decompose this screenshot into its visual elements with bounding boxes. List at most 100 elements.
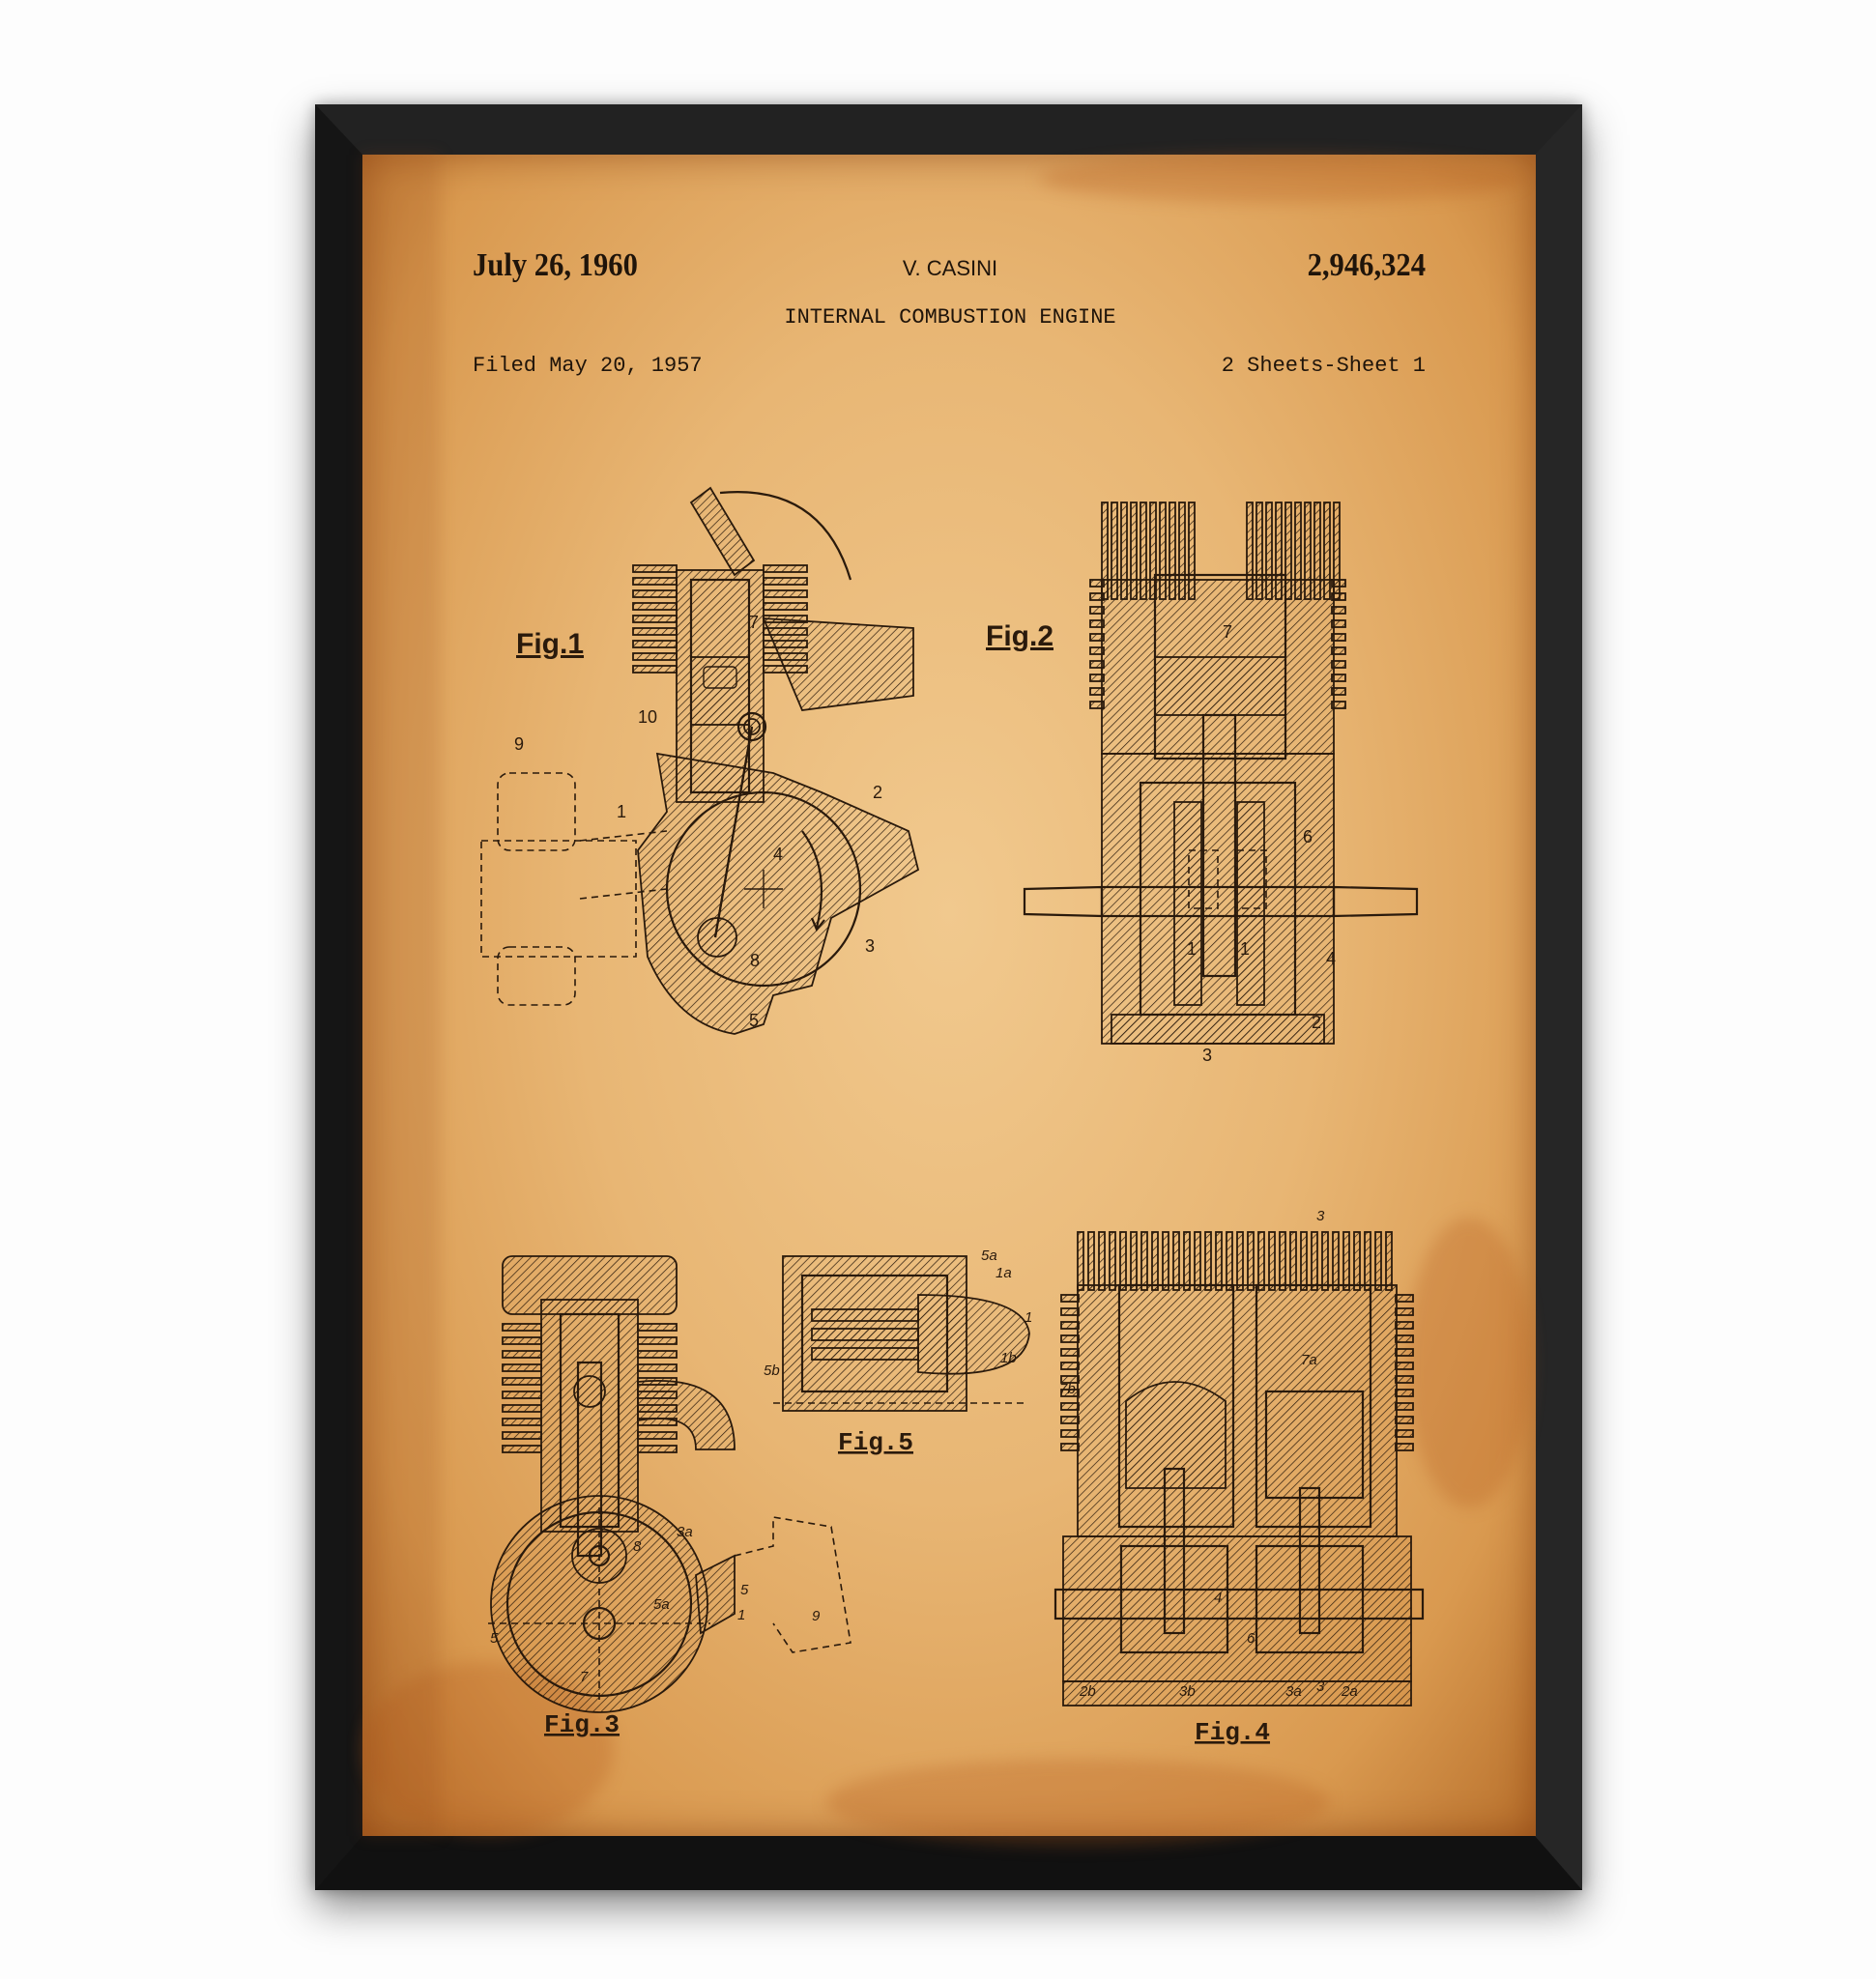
part-label: 9 [514,734,524,754]
cooling-fin [638,1432,677,1439]
cooling-fin [503,1446,541,1452]
part-label: 5 [490,1630,499,1647]
cooling-fin [1061,1444,1079,1450]
part-label: 2b [1079,1683,1096,1700]
cooling-fin [633,578,677,585]
part-label: 1 [1025,1309,1032,1326]
part-label: 3 [865,936,875,956]
cooling-fin [1312,1232,1317,1290]
part-label: 10 [638,707,657,727]
part-label: 6 [1247,1630,1255,1647]
cooling-fin [1396,1335,1413,1342]
cooling-fin [1396,1430,1413,1437]
figure-5: Fig.5 5a 1a 1 1b 5b [764,1248,1032,1457]
part-label: 2 [1312,1013,1321,1032]
cooling-fin [638,1364,677,1371]
cooling-fin [1205,1232,1211,1290]
cooling-fin [1099,1232,1105,1290]
fig1-label: Fig.1 [516,628,584,660]
cooling-fin [503,1378,541,1385]
cooling-fin [1061,1308,1079,1315]
cooling-fin [1061,1335,1079,1342]
cooling-fin [1061,1430,1079,1437]
part-label: 2 [873,783,882,802]
part-label: 4 [773,845,783,864]
cooling-fin [1269,1232,1275,1290]
cooling-fin [638,1324,677,1331]
part-label: 1 [1240,939,1250,959]
cooling-fin [638,1337,677,1344]
cooling-fin [1396,1444,1413,1450]
cooling-fin [1396,1417,1413,1423]
part-label: 8 [750,951,760,970]
part-label: 7a [1301,1352,1317,1368]
cooling-fin [1216,1232,1222,1290]
cooling-fin [1301,1232,1307,1290]
cooling-fin [1396,1403,1413,1410]
cooling-fin [1396,1349,1413,1356]
cooling-fin [1120,1232,1126,1290]
cooling-fin [1061,1417,1079,1423]
cooling-fin [633,565,677,572]
part-label: 1 [737,1607,745,1623]
cooling-fin [1061,1349,1079,1356]
cooling-fin [1237,1232,1243,1290]
cooling-fin [1173,1232,1179,1290]
cooling-fin [1386,1232,1392,1290]
cooling-fin [1322,1232,1328,1290]
cooling-fin [1280,1232,1285,1290]
cooling-fin [503,1324,541,1331]
cooling-fin [1375,1232,1381,1290]
cooling-fin [1396,1390,1413,1396]
figure-4: Fig.4 3 7a 7b 4 6 2b 3b 3a 2a 3 [1055,1208,1423,1747]
part-label: 1a [996,1265,1012,1281]
cooling-fin [633,641,677,647]
cooling-fin [1396,1376,1413,1383]
cooling-fin [633,603,677,610]
part-label: 5 [749,1011,759,1030]
part-label: 5a [653,1596,670,1613]
part-label: 3a [677,1524,693,1540]
part-label: 7 [1223,622,1232,642]
cooling-fin [1088,1232,1094,1290]
cooling-fin [503,1432,541,1439]
cooling-fin [764,603,807,610]
cooling-fin [1396,1308,1413,1315]
cooling-fin [503,1391,541,1398]
part-label: 6 [1303,827,1313,846]
cooling-fin [1248,1232,1254,1290]
cooling-fin [1258,1232,1264,1290]
cooling-fin [1343,1232,1349,1290]
cooling-fin [503,1351,541,1358]
cooling-fin [1078,1232,1083,1290]
cooling-fin [1061,1362,1079,1369]
part-label: 2a [1341,1683,1358,1700]
part-label: 7 [580,1669,589,1685]
cooling-fin [764,565,807,572]
cooling-fin [1396,1295,1413,1302]
part-label: 3 [1202,1046,1212,1065]
cooling-fin [503,1364,541,1371]
cooling-fin [1131,1232,1137,1290]
cooling-fin [638,1446,677,1452]
cooling-fin [633,616,677,622]
cooling-fin [1354,1232,1360,1290]
cooling-fin [633,590,677,597]
part-label: 5b [764,1362,780,1379]
cooling-fin [1227,1232,1232,1290]
part-label: 5 [740,1582,749,1598]
cooling-fin [633,666,677,673]
part-label: 7b [1059,1381,1076,1397]
cooling-fin [1184,1232,1190,1290]
cooling-fin [503,1337,541,1344]
cooling-fin [764,590,807,597]
part-label: 1b [1000,1350,1017,1366]
cooling-fin [1061,1295,1079,1302]
cooling-fin [1365,1232,1371,1290]
cooling-fin [764,578,807,585]
cooling-fin [1061,1322,1079,1329]
fig4-label: Fig.4 [1195,1718,1270,1747]
cooling-fin [503,1405,541,1412]
part-label: 4 [1326,949,1336,968]
cooling-fin [1333,1232,1339,1290]
